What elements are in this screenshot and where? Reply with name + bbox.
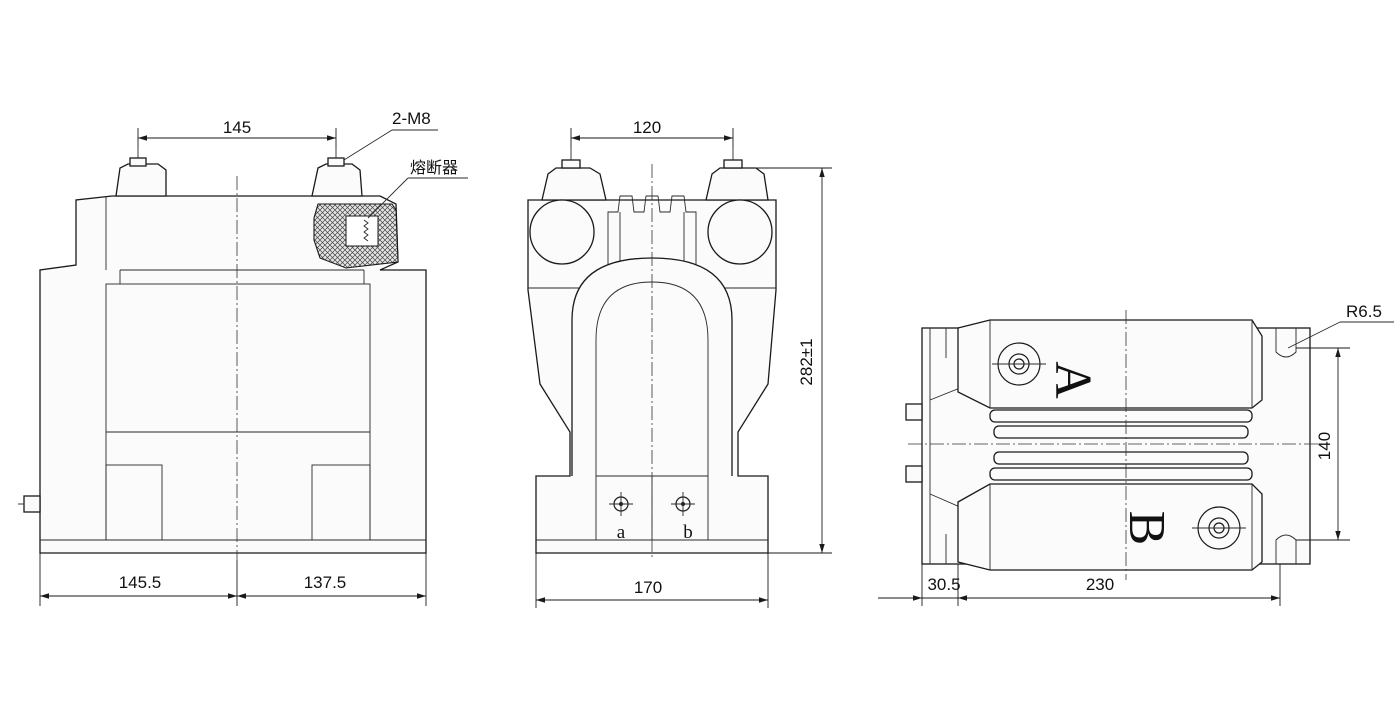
- fuse-cap-right: [707, 199, 773, 265]
- side-view: 120 282±1 170 a b: [527, 118, 832, 608]
- label-terminal-a-small: a: [617, 522, 626, 543]
- dim-top-length: 230: [1086, 575, 1114, 594]
- terminal-b-large-icon: [1192, 506, 1246, 550]
- dim-side-base-width: 170: [634, 578, 662, 597]
- front-view: 145 2-M8 熔断器 145.5 137.5: [18, 109, 468, 606]
- dim-side-bolt-spacing: 120: [633, 118, 661, 137]
- label-terminal-a-large: A: [1044, 361, 1101, 399]
- label-fuse: 熔断器: [410, 158, 458, 177]
- dim-top-radius: R6.5: [1346, 302, 1382, 321]
- fuse-cap-left: [529, 199, 595, 265]
- label-terminal-b-small: b: [683, 522, 693, 543]
- label-bolt-spec: 2-M8: [392, 109, 431, 128]
- dim-front-bolt-spacing: 145: [223, 118, 251, 137]
- terminal-a-small: [609, 492, 633, 516]
- front-terminal-right: [311, 163, 363, 197]
- front-terminal-left: [115, 163, 167, 197]
- dim-top-mount-spacing: 140: [1315, 432, 1334, 460]
- label-terminal-b-large: B: [1118, 511, 1175, 546]
- terminal-b-small: [671, 492, 695, 516]
- dim-overall-height: 282±1: [797, 338, 816, 385]
- dim-front-left-width: 145.5: [119, 573, 162, 592]
- dim-front-right-width: 137.5: [304, 573, 347, 592]
- front-view-body: [39, 195, 427, 554]
- terminal-a-large-icon: [992, 342, 1046, 386]
- dim-top-offset: 30.5: [927, 575, 960, 594]
- top-view: A B R6.5 140 30.5 230: [878, 302, 1394, 606]
